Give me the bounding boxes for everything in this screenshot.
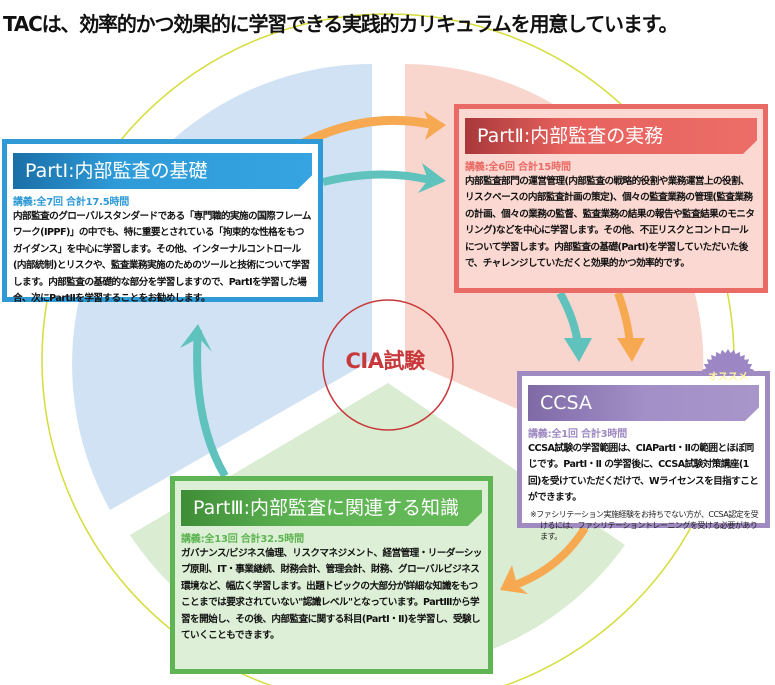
part3-title: PartⅢ:内部監査に関連する知識 — [181, 490, 482, 526]
part3-description: ガバナンス/ビジネス倫理、リスクマネジメント、経営管理・リーダーシップ原則、IT… — [181, 548, 482, 642]
ccsa-card: CCSA 講義:全1回 合計3時間 CCSA試験の学習範囲は、CIAPartⅠ・… — [517, 371, 770, 541]
arrow-part2-to-ccsa-teal — [556, 291, 592, 362]
arrow-part3-to-part1-teal — [180, 324, 229, 479]
page-headline: TACは、効率的かつ効果的に学習できる実践的カリキュラムを用意しています。 — [3, 12, 678, 36]
arrow-ccsa-to-part3-orange — [500, 525, 589, 594]
part2-lecture-info: 講義:全6回 合計15時間 — [465, 162, 571, 173]
arrow-part1-to-part2-teal — [322, 163, 446, 193]
part1-card: PartⅠ:内部監査の基礎 講義:全7回 合計17.5時間 内部監査のグローバル… — [2, 139, 323, 304]
recommend-badge-label: オススメ — [708, 372, 748, 383]
ccsa-description: CCSA試験の学習範囲は、CIAPartⅠ・Ⅱの範囲とほぼ同じです。PartⅠ・… — [528, 443, 759, 504]
arrow-part2-to-ccsa-orange — [614, 291, 645, 362]
ccsa-lecture-info: 講義:全1回 合計3時間 — [528, 429, 627, 440]
ccsa-title: CCSA — [528, 385, 759, 421]
part2-card: PartⅡ:内部監査の実務 講義:全6回 合計15時間 内部監査部門の運営管理(… — [454, 104, 768, 293]
ccsa-note: ※ファシリテーション実施経験をお持ちでない方が、CCSA認定を受けるには、ファシ… — [530, 509, 759, 541]
part2-title: PartⅡ:内部監査の実務 — [465, 118, 757, 154]
part2-description: 内部監査部門の運営管理(内部監査の戦略的役割や業務運営上の役割、リスクベースの内… — [465, 176, 755, 270]
part3-card: PartⅢ:内部監査に関連する知識 講義:全13回 合計32.5時間 ガバナンス… — [170, 476, 493, 674]
part1-lecture-info: 講義:全7回 合計17.5時間 — [13, 197, 130, 208]
recommend-badge: オススメ — [702, 350, 754, 402]
center-label: CIA試験 — [345, 349, 425, 373]
part3-lecture-info: 講義:全13回 合計32.5時間 — [181, 534, 304, 545]
part1-title: PartⅠ:内部監査の基礎 — [13, 153, 312, 189]
part1-description: 内部監査のグローバルスタンダードである「専門職的実施の国際フレームワーク(IPP… — [13, 211, 312, 305]
center-ring — [322, 299, 454, 431]
